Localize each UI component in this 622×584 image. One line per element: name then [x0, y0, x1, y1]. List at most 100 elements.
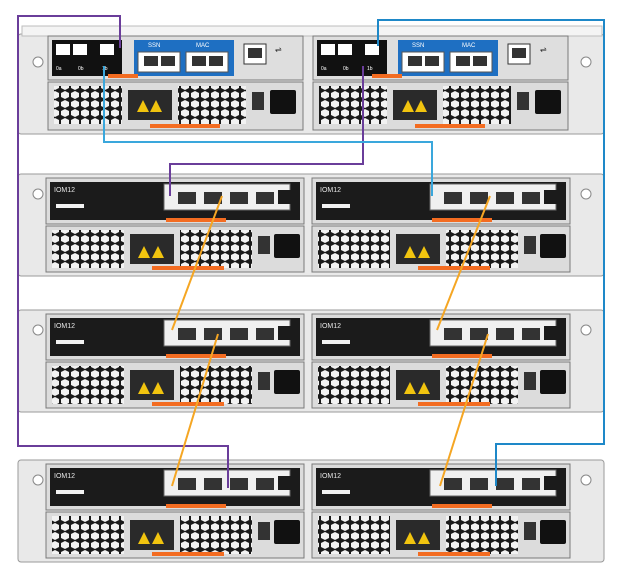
controller-b-psu: [312, 81, 569, 131]
sas-port: [230, 478, 248, 490]
fan-grille: [52, 366, 124, 404]
status-led-block: [278, 476, 292, 490]
psu-handle: [152, 552, 224, 556]
warning-panel: [130, 370, 174, 400]
power-inlet: [274, 370, 300, 394]
rack-hole-icon: [32, 188, 44, 200]
rack-hole-icon: [580, 324, 592, 336]
cable-purple-outer-loop: [17, 15, 229, 488]
iom-label: IOM12: [320, 187, 341, 194]
controller-a: 0a 0b 1b SSN MAC ⇌: [47, 35, 304, 81]
fan-grille: [180, 366, 252, 404]
power-inlet: [270, 90, 296, 114]
power-inlet: [274, 234, 300, 258]
sas-port: [204, 328, 222, 340]
iom-label: IOM12: [320, 323, 341, 330]
power-switch: [252, 92, 264, 110]
serial-sticker: [56, 204, 84, 208]
serial-sticker: [322, 340, 350, 344]
port-mark-0a: 0a: [56, 66, 62, 72]
cable-blue-outer-loop: [377, 19, 605, 486]
power-inlet: [540, 234, 566, 258]
warning-icon: [152, 382, 164, 394]
serial-sticker: [322, 204, 350, 208]
fan-grille: [318, 516, 390, 554]
rack-hole-icon: [32, 474, 44, 486]
mac-label: MAC: [196, 43, 210, 49]
sas-port: [522, 328, 540, 340]
sfp-port: [192, 56, 206, 66]
port-mark-1b: 1b: [367, 66, 373, 72]
status-led-block: [544, 190, 558, 204]
sas-port: [230, 328, 248, 340]
power-switch: [517, 92, 529, 110]
sas-port: [178, 192, 196, 204]
sas-port-1b: [100, 44, 114, 55]
sas-port: [444, 478, 462, 490]
warning-panel: [393, 90, 437, 120]
sas-port: [496, 328, 514, 340]
iom-label: IOM12: [320, 473, 341, 480]
usb-icon: ⇌: [540, 45, 547, 54]
rack-hole-icon: [580, 56, 592, 68]
warning-panel: [396, 520, 440, 550]
sas-port: [256, 328, 274, 340]
warning-panel: [130, 520, 174, 550]
fan-grille: [446, 516, 518, 554]
sas-port-0b: [338, 44, 352, 55]
power-inlet: [540, 370, 566, 394]
controller-shelf: 0a 0b 1b SSN MAC ⇌: [17, 25, 605, 135]
warning-icon: [138, 532, 150, 544]
ethernet-port-jack: [512, 48, 526, 58]
sfp-port: [408, 56, 422, 66]
controller-b: 0a 0b 1b SSN MAC ⇌: [312, 35, 569, 81]
warning-icon: [150, 100, 162, 112]
warning-icon: [404, 382, 416, 394]
sas-port-0b: [73, 44, 87, 55]
sas-port-1b: [365, 44, 379, 55]
psu-handle: [152, 402, 224, 406]
controller-a-psu: [47, 81, 304, 131]
power-switch: [258, 236, 270, 254]
sfp-port: [209, 56, 223, 66]
sas-port: [496, 192, 514, 204]
warning-icon: [138, 382, 150, 394]
rack-hole-icon: [32, 56, 44, 68]
cable-purple-shelf1: [169, 66, 364, 196]
fan-grille: [443, 86, 511, 124]
cable-orange-shelf2-shelf3-right: [439, 333, 489, 487]
warning-icon: [418, 246, 430, 258]
sas-port: [522, 478, 540, 490]
fan-grille: [54, 86, 122, 124]
cable-orange-shelf1-shelf2-left: [171, 195, 223, 331]
sas-port: [444, 328, 462, 340]
power-switch: [524, 372, 536, 390]
warning-icon: [152, 532, 164, 544]
power-inlet: [540, 520, 566, 544]
cable-orange-shelf2-shelf3-left: [171, 333, 219, 487]
rack-ear-top: [21, 25, 603, 37]
latch-handle: [108, 74, 138, 78]
sas-port: [178, 328, 196, 340]
fan-grille: [180, 516, 252, 554]
serial-sticker: [56, 340, 84, 344]
warning-icon: [402, 100, 414, 112]
fan-grille: [319, 86, 387, 124]
sfp-port: [144, 56, 158, 66]
power-switch: [258, 372, 270, 390]
sfp-port: [161, 56, 175, 66]
power-switch: [258, 522, 270, 540]
fan-grille: [318, 230, 390, 268]
sas-port: [256, 478, 274, 490]
usb-icon: ⇌: [275, 45, 282, 54]
port-mark-0a: 0a: [321, 66, 327, 72]
ssn-label: SSN: [412, 43, 424, 49]
warning-icon: [152, 246, 164, 258]
warning-icon: [404, 532, 416, 544]
ssn-label: SSN: [148, 43, 160, 49]
sfp-port: [473, 56, 487, 66]
fan-grille: [318, 366, 390, 404]
